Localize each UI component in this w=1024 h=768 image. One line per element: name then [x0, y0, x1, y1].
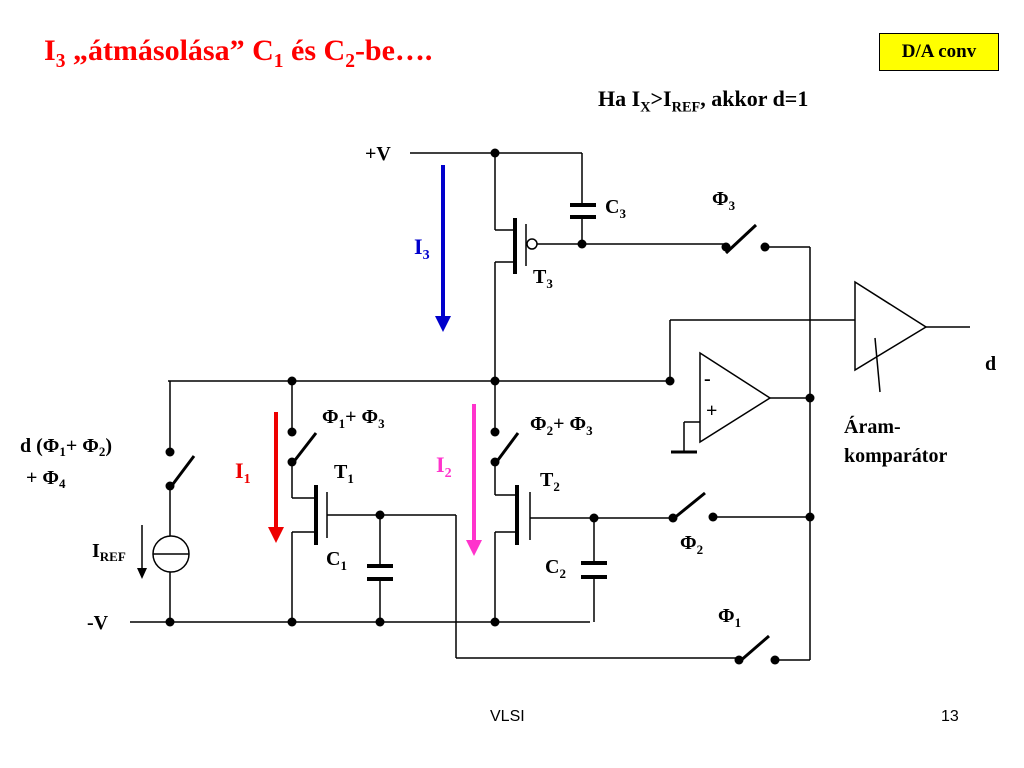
transistor-gates: [326, 224, 531, 540]
label-phi3: Φ3: [712, 188, 736, 213]
slide-title: I3 „átmásolása” C1 és C2-be….: [44, 34, 433, 72]
label-t2-switch: Φ2+ Φ3: [530, 413, 593, 438]
label-t2: T2: [540, 469, 560, 494]
label-iref: IREF: [92, 540, 126, 564]
label-c3: C3: [605, 196, 626, 221]
condition-text: Ha IX>IREF, akkor d=1: [598, 86, 809, 116]
label-output-d: d: [985, 353, 996, 375]
switch-phi1: [738, 634, 770, 664]
label-c1: C1: [326, 548, 347, 573]
label-phi2: Φ2: [680, 532, 703, 557]
comparator-triangle: [854, 280, 928, 372]
label-t1: T1: [334, 461, 354, 486]
arrow-i3-head: [435, 316, 451, 332]
switch-t1: [290, 432, 318, 465]
current-arrows: [268, 165, 482, 556]
switch-t2: [493, 432, 520, 465]
label-t3: T3: [533, 266, 553, 291]
label-c2: C2: [545, 556, 566, 581]
t3-pmos-bubble: [526, 238, 538, 250]
page-number: 13: [941, 708, 959, 725]
comparator-hysteresis-mark: [874, 337, 881, 393]
label-comparator-1: Áram-: [844, 415, 901, 438]
label-left-switch-2: + Φ4: [26, 467, 66, 491]
current-source: [141, 525, 190, 573]
label-i2: I2: [436, 452, 452, 481]
label-t1-switch: Φ1+ Φ3: [322, 406, 385, 431]
switch-left: [168, 455, 196, 489]
opamp-plus-label: +: [706, 400, 717, 422]
topic-badge: D/A conv: [879, 33, 999, 71]
arrow-i2-head: [466, 540, 482, 556]
iref-arrowhead: [137, 568, 147, 579]
capacitors: [367, 203, 607, 581]
junction-dots: [165, 148, 815, 665]
switch-phi2: [672, 491, 706, 521]
wires: [130, 152, 970, 661]
arrow-i1-head: [268, 527, 284, 543]
label-phi1: Φ1: [718, 605, 741, 630]
switches: [168, 223, 770, 664]
label-left-switch-1: d (Φ1+ Φ2): [20, 435, 112, 459]
transistor-plates: [314, 218, 519, 545]
label-plus-v: +V: [365, 143, 391, 165]
label-minus-v: -V: [87, 612, 109, 634]
label-comparator-2: komparátor: [844, 445, 947, 467]
opamp-minus-label: -: [704, 368, 711, 390]
switch-phi3: [724, 223, 758, 255]
label-i3: I3: [414, 234, 430, 263]
label-i1: I1: [235, 458, 251, 487]
footer-center: VLSI: [490, 708, 525, 725]
opamp-triangle: [699, 351, 772, 444]
